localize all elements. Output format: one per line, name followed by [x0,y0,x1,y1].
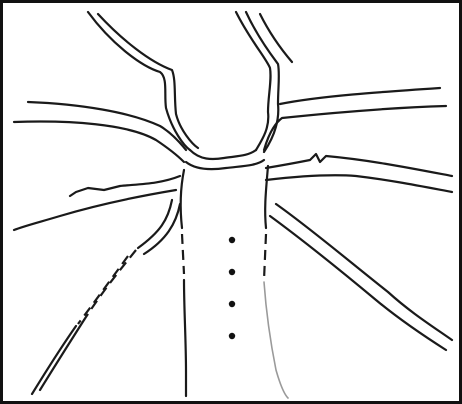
ellipsis-dot-1 [229,237,235,243]
dendrite-upper-left-branch [14,102,186,162]
axon-left-edge [181,170,186,396]
ellipsis-dot-3 [229,301,235,307]
axon-right-edge [264,166,288,398]
dendrite-upper-right [236,12,292,152]
dendrite-upper-left [88,12,198,150]
dendrite-left [14,176,180,230]
dendrite-lower-right [270,204,452,350]
neuron-diagram [3,3,459,401]
dendrite-lower-left [32,200,180,394]
dendrite-right [266,154,452,192]
cell-body [186,150,264,169]
dendrite-upper-right-branch [264,88,446,150]
ellipsis-dot-2 [229,269,235,275]
ellipsis-dots [229,237,235,339]
ellipsis-dot-4 [229,333,235,339]
